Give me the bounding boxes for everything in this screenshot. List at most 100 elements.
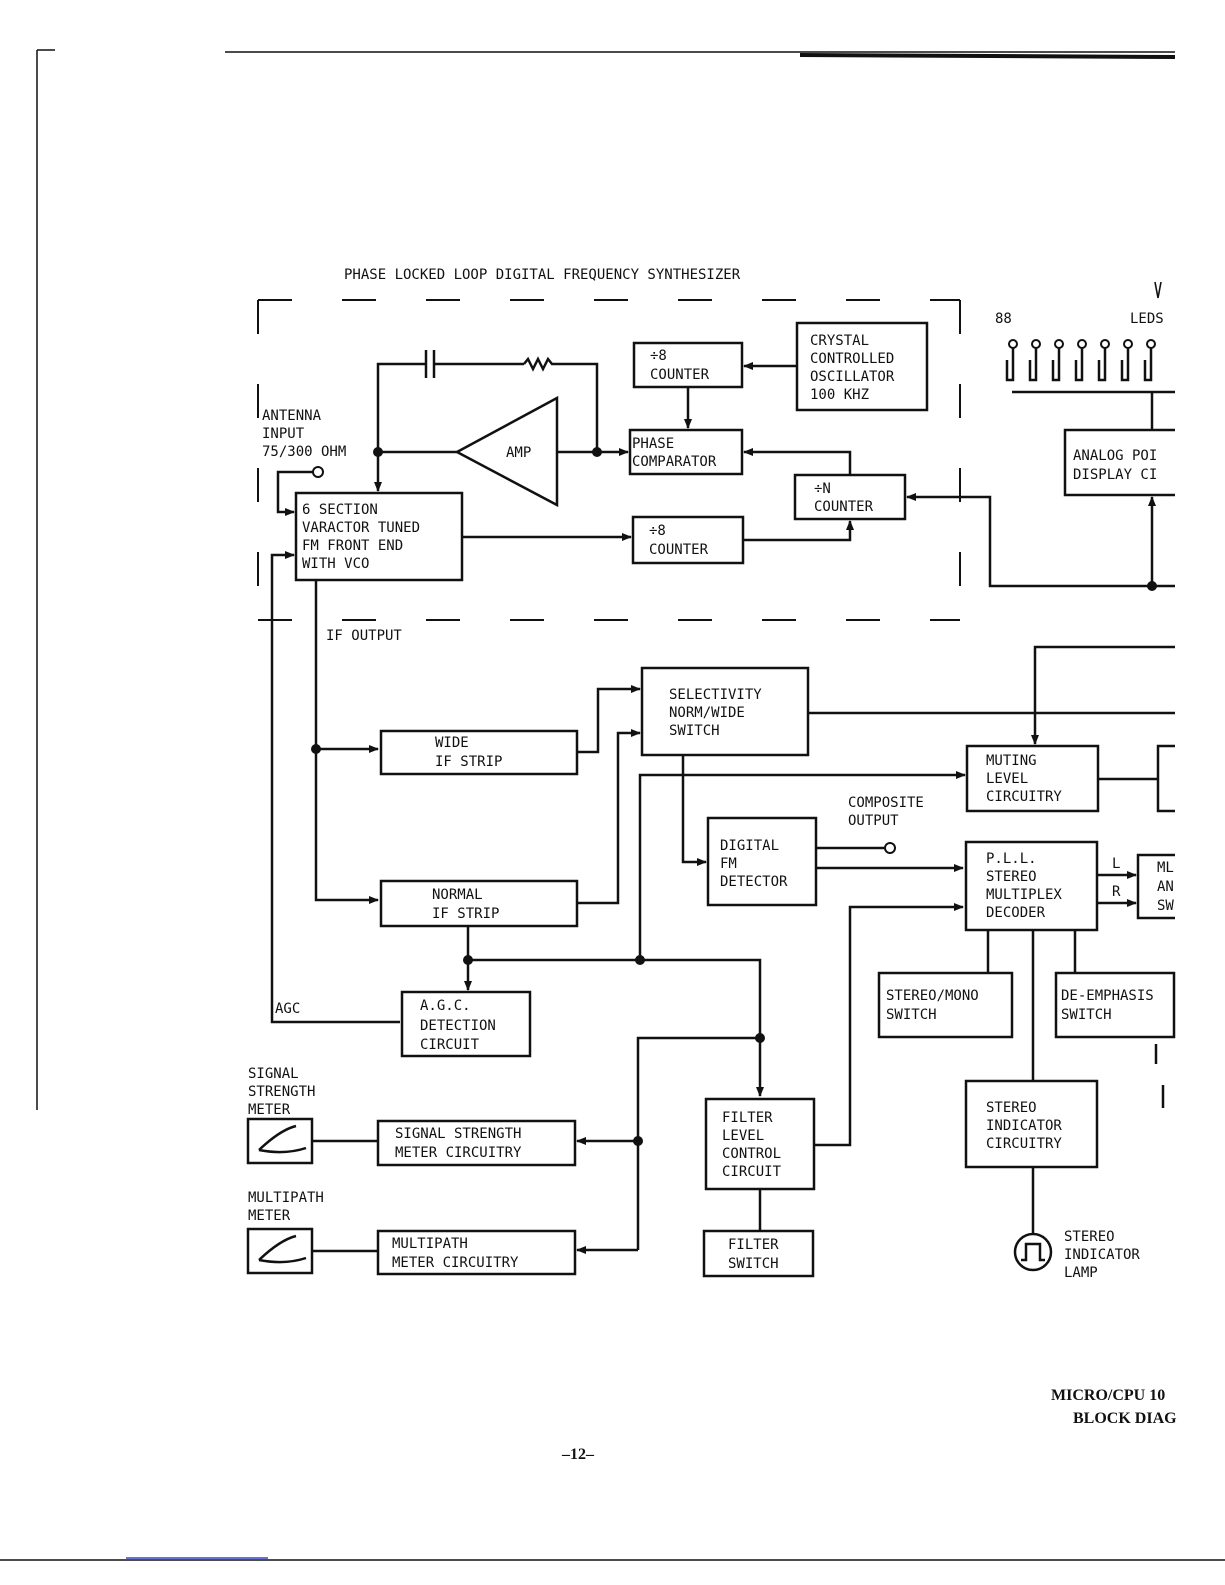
- feedback-left-wire: [376, 362, 426, 450]
- agc-label: AGC: [275, 1001, 300, 1017]
- stereo-mono-line2: SWITCH: [886, 1007, 937, 1023]
- counter-div8-bottom-line2: COUNTER: [649, 542, 709, 558]
- wide-if-line1: WIDE: [435, 735, 469, 751]
- selectivity-line1: SELECTIVITY: [669, 687, 762, 703]
- mux-line3: SW: [1157, 898, 1174, 914]
- selectivity-switch-block: [640, 666, 810, 757]
- footer-model: MICRO/CPU 10: [1051, 1387, 1165, 1404]
- stereo-mono-line1: STEREO/MONO: [886, 988, 979, 1004]
- led-lead: [1028, 348, 1038, 382]
- front-end-block: [294, 491, 464, 582]
- junction-meter-feed: [755, 1033, 765, 1043]
- signal-meter-needle-icon: [258, 1124, 307, 1154]
- phase-comparator-line1: PHASE: [632, 436, 674, 452]
- agc-line3: CIRCUIT: [420, 1037, 480, 1053]
- led-lead: [1097, 348, 1107, 382]
- mux-block-stub: [1136, 853, 1175, 920]
- footer-caption: BLOCK DIAG: [1073, 1410, 1177, 1427]
- stereo-lamp-label-line2: INDICATOR: [1064, 1247, 1140, 1263]
- led-lead: [1005, 348, 1015, 382]
- filter-switch-line1: FILTER: [728, 1237, 779, 1253]
- ncounter-to-phase-wire: [743, 448, 852, 475]
- stereo-lamp-label-line3: LAMP: [1064, 1265, 1098, 1281]
- normal-to-selectivity-wire: [577, 729, 641, 905]
- muting-line3: CIRCUITRY: [986, 789, 1062, 805]
- mux-line1: ML: [1157, 860, 1174, 876]
- led-array: [1005, 339, 1156, 382]
- signal-to-muting-wire: [638, 771, 966, 960]
- muting-block: [965, 744, 1100, 813]
- n-counter-line2: COUNTER: [814, 499, 874, 515]
- normal-if-line1: NORMAL: [432, 887, 483, 903]
- filter-level-block: [704, 1097, 816, 1191]
- filter-switch-line2: SWITCH: [728, 1256, 779, 1272]
- digital-fm-line2: FM: [720, 856, 737, 872]
- pll-decoder-line3: MULTIPLEX: [986, 887, 1062, 903]
- counter-div8-top-block: [632, 341, 744, 389]
- digital-fm-line1: DIGITAL: [720, 838, 779, 854]
- filter-level-line1: FILTER: [722, 1110, 773, 1126]
- agc-feedback-wire: [270, 551, 400, 1024]
- agc-detection-block: [400, 990, 532, 1058]
- crystal-oscillator-line3: OSCILLATOR: [810, 369, 895, 385]
- selectivity-line3: SWITCH: [669, 723, 720, 739]
- agc-line2: DETECTION: [420, 1018, 496, 1034]
- muting-line2: LEVEL: [986, 771, 1028, 787]
- filter-level-line4: CIRCUIT: [722, 1164, 782, 1180]
- signal-meter-icon: [246, 1117, 314, 1165]
- normal-if-line2: IF STRIP: [432, 906, 499, 922]
- antenna-terminal: [312, 466, 324, 478]
- agc-line1: A.G.C.: [420, 998, 471, 1014]
- front-end-line1: 6 SECTION: [302, 502, 378, 518]
- signal-meter-label-line3: METER: [248, 1102, 291, 1118]
- junction-amp-in: [373, 447, 383, 457]
- muting-line1: MUTING: [986, 753, 1037, 769]
- pll-decoder-line4: DECODER: [986, 905, 1046, 921]
- top-rule-thick: [799, 53, 1176, 59]
- filter-switch-block: [702, 1229, 815, 1278]
- mux-line2: AN: [1157, 879, 1174, 895]
- crystal-oscillator-line1: CRYSTAL: [810, 333, 869, 349]
- deemphasis-line2: SWITCH: [1061, 1007, 1112, 1023]
- display-block-stub: [1063, 428, 1175, 497]
- junction-normal-out: [463, 955, 473, 965]
- stereo-lamp-label-line1: STEREO: [1064, 1229, 1115, 1245]
- filter-to-decoder-wire: [814, 903, 964, 1147]
- deemphasis-line1: DE-EMPHASIS: [1061, 988, 1154, 1004]
- diagram-title: PHASE LOCKED LOOP DIGITAL FREQUENCY SYNT…: [344, 267, 741, 283]
- digital-fm-block: [706, 816, 818, 907]
- led-lead: [1051, 348, 1061, 382]
- junction-amp-out: [592, 447, 602, 457]
- filter-level-line2: LEVEL: [722, 1128, 764, 1144]
- led-indicator: [1008, 339, 1018, 349]
- analog-display-line2: DISPLAY CI: [1073, 467, 1157, 483]
- stereo-indicator-block: [964, 1079, 1099, 1169]
- normal-if-strip-block: [379, 879, 579, 928]
- stereo-lamp-filament: [1021, 1242, 1045, 1262]
- selectivity-line2: NORM/WIDE: [669, 705, 745, 721]
- signal-strength-line2: METER CIRCUITRY: [395, 1145, 522, 1161]
- analog-display-line1: ANALOG POI: [1073, 448, 1157, 464]
- led-lead: [1120, 348, 1130, 382]
- junction-bus: [635, 955, 645, 965]
- left-channel-label: L: [1112, 856, 1120, 872]
- multipath-meter-label-line1: MULTIPATH: [248, 1190, 324, 1206]
- selectivity-to-detector-wire: [681, 755, 707, 866]
- leds-label: LEDS: [1130, 311, 1164, 327]
- right-edge-mark-3: [1154, 281, 1162, 299]
- if-output-label: IF OUTPUT: [326, 628, 402, 644]
- wide-if-line2: IF STRIP: [435, 754, 502, 770]
- led-indicator: [1123, 339, 1133, 349]
- led-indicator: [1146, 339, 1156, 349]
- pll-decoder-block: [964, 840, 1099, 932]
- deemphasis-block: [1054, 971, 1176, 1039]
- front-end-line2: VARACTOR TUNED: [302, 520, 420, 536]
- if-output-wire: [314, 580, 379, 904]
- signal-strength-block: [376, 1119, 577, 1167]
- multipath-line2: METER CIRCUITRY: [392, 1255, 519, 1271]
- phase-comparator-block: [628, 428, 744, 476]
- led-lead: [1074, 348, 1084, 382]
- led-indicator: [1031, 339, 1041, 349]
- led-indicator: [1100, 339, 1110, 349]
- counter-div8-bottom-block: [631, 515, 745, 565]
